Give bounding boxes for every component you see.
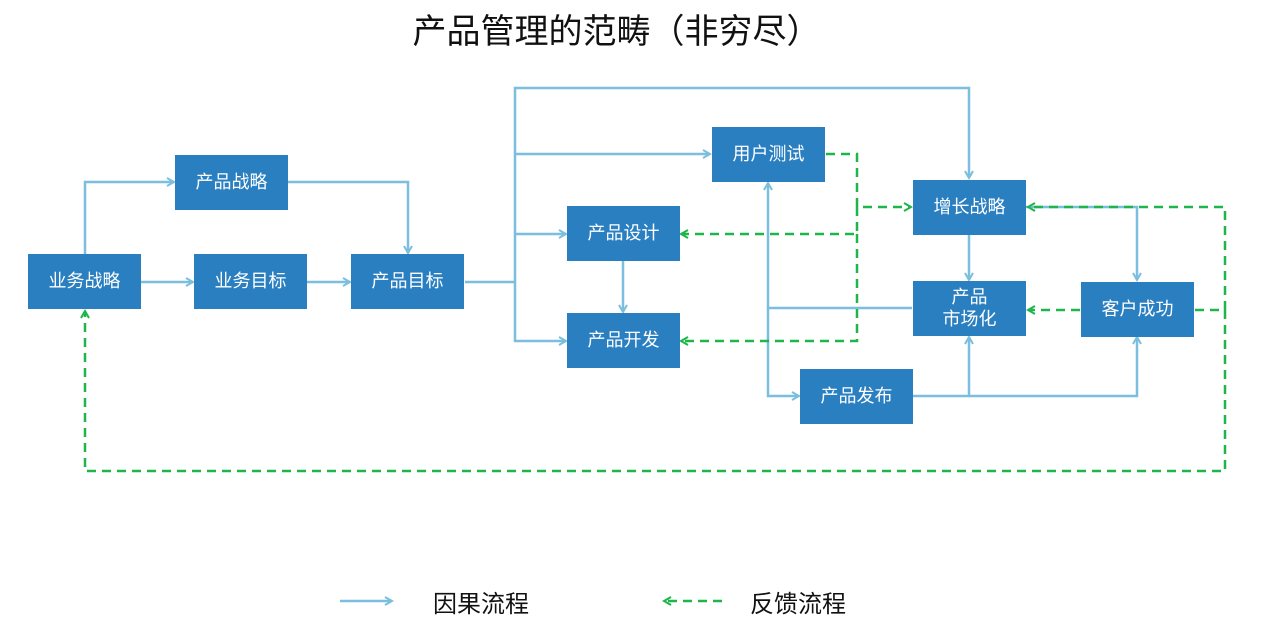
diagram-title: 产品管理的范畴（非穷尽） — [412, 12, 821, 52]
node-product-goals: 产品目标 — [351, 254, 464, 309]
node-customer-success: 客户成功 — [1081, 282, 1194, 337]
feedback-to-product-design — [681, 207, 859, 234]
arrow-launch-to-marketization — [913, 337, 969, 398]
arrow-marketization-to-user-testing — [768, 183, 912, 310]
feedback-customer-success-to-growth — [1028, 207, 1227, 312]
arrow-product-strategy-to-product-goals — [288, 180, 408, 253]
arrow-biz-strategy-to-product-strategy — [83, 182, 174, 254]
node-business-goals: 业务目标 — [194, 254, 307, 309]
node-business-strategy: 业务战略 — [28, 254, 141, 309]
legend-causal-label: 因果流程 — [433, 590, 529, 618]
node-user-testing: 用户测试 — [712, 127, 825, 182]
legend-feedback-label: 反馈流程 — [750, 590, 846, 618]
arrow-to-product-development — [513, 282, 566, 341]
arrow-launch-to-customer-success — [969, 337, 1137, 398]
feedback-to-business-strategy — [85, 310, 1227, 473]
node-growth-strategy: 增长战略 — [913, 180, 1026, 235]
arrow-to-product-launch — [766, 308, 799, 396]
node-product-launch: 产品发布 — [800, 369, 913, 424]
node-product-design: 产品设计 — [567, 206, 680, 261]
arrow-growth-to-customer-success — [1026, 205, 1137, 280]
feedback-to-product-development — [681, 234, 859, 341]
node-product-development: 产品开发 — [567, 313, 680, 368]
node-product-marketization: 产品 市场化 — [913, 281, 1026, 336]
arrow-product-goals-trunk — [465, 86, 969, 284]
node-product-strategy: 产品战略 — [175, 155, 288, 210]
feedback-user-testing-to-growth — [826, 152, 911, 207]
